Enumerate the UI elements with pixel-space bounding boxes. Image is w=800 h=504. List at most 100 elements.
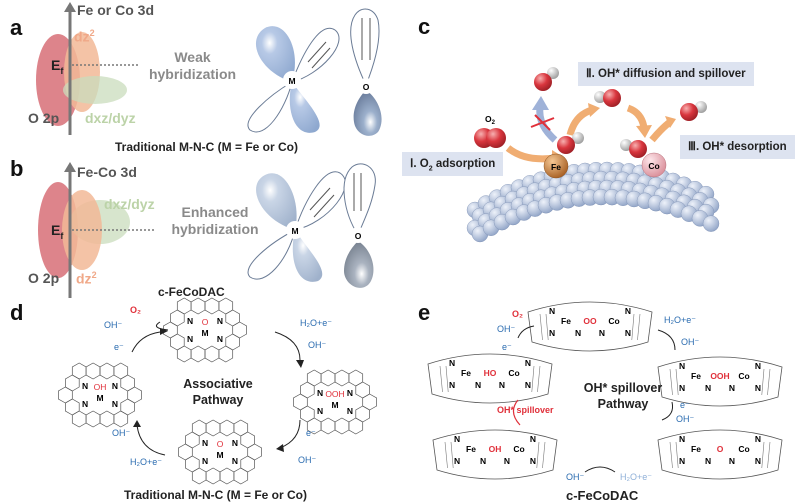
dz2-label: dz2 — [76, 270, 97, 287]
nitrogen-atom-label: N — [475, 380, 481, 390]
h2o-e-label: H₂O+e⁻ — [130, 457, 163, 467]
cycle-arrow — [279, 419, 301, 449]
nitrogen-atom-label: N — [575, 328, 581, 338]
oh-on-co — [620, 139, 647, 158]
nitrogen-atom-label: N — [525, 380, 531, 390]
nitrogen-atom-label: N — [454, 456, 460, 466]
hexagon-ring — [176, 345, 192, 363]
dxz-label: dxz/dyz — [104, 196, 155, 212]
nitrogen-atom-label: N — [317, 406, 323, 416]
o-orbital-filled — [353, 90, 382, 136]
co-atom — [641, 152, 667, 178]
adsorbate-label: O — [717, 444, 724, 454]
fe-atom-label: Fe — [691, 444, 701, 454]
cycle-arrow — [661, 401, 673, 421]
d-orbital-lobe-filled — [256, 173, 297, 230]
d-orbital-lobe-empty — [294, 171, 346, 231]
hexagon-ring — [85, 410, 101, 428]
nitrogen-atom-label: N — [232, 438, 238, 448]
fe-atom-label: Fe — [691, 371, 701, 381]
o2p-label: O 2p — [28, 110, 60, 126]
o-orbital-empty — [350, 8, 380, 87]
h2o-e-label: H₂O+e⁻ — [664, 315, 697, 325]
hexagon-ring — [233, 467, 249, 485]
hexagon-ring — [205, 419, 221, 437]
oh-label: OH⁻ — [298, 455, 317, 465]
hexagon-ring — [85, 362, 101, 380]
cycle-arrow — [517, 325, 535, 339]
spillover-arrow — [626, 104, 648, 129]
nitrogen-atom-label: N — [625, 306, 631, 316]
dxz-label: dxz/dyz — [85, 110, 136, 126]
co-atom-label: Co — [738, 371, 749, 381]
co-atom-label: Co — [608, 316, 619, 326]
adsorbate-label: OH — [489, 444, 502, 454]
d-orbital-lobe-filled — [292, 230, 323, 282]
nitrogen-atom-label: N — [755, 361, 761, 371]
adsorbate-label: OOH — [325, 389, 344, 399]
d-orbital-lobe-filled — [289, 82, 320, 133]
metal-label: M — [291, 226, 298, 236]
graphene-sheet-outline — [657, 429, 783, 480]
oh-label: OH⁻ — [112, 428, 131, 438]
h2o-e-label: H₂O+e⁻ — [620, 472, 653, 482]
co-atom-label: Co — [738, 444, 749, 454]
panel-c-label: c — [418, 14, 431, 39]
adsorbate-label: HO — [484, 368, 497, 378]
dz2-label: dz2 — [74, 28, 95, 45]
oh-label: OH⁻ — [566, 472, 585, 482]
nitrogen-atom-label: N — [82, 381, 88, 391]
nitrogen-atom-label: N — [480, 456, 486, 466]
nitrogen-atom-label: N — [112, 399, 118, 409]
hexagon-ring — [190, 345, 206, 363]
nitrogen-atom-label: N — [217, 316, 223, 326]
electron-label: e⁻ — [114, 342, 124, 352]
nitrogen-atom-label: N — [217, 334, 223, 344]
o2-reactant-label: O₂ — [130, 305, 141, 315]
fermi-label: Ef — [51, 222, 64, 241]
adsorbate-label: O — [202, 317, 209, 327]
diffusion-arrow — [566, 106, 594, 136]
metal-atom-label: M — [96, 393, 103, 403]
blocked-desorption-arrow — [536, 107, 558, 143]
hexagon-ring — [348, 417, 364, 435]
hexagon-ring — [113, 410, 129, 428]
hexagon-ring — [334, 369, 350, 387]
metal-atom-label: M — [216, 450, 223, 460]
carbon-support — [466, 161, 720, 243]
oh-desorbed-blocked — [534, 67, 559, 91]
nitrogen-atom-label: N — [679, 361, 685, 371]
axis-arrow-icon — [64, 162, 76, 172]
nitrogen-atom-label: N — [317, 388, 323, 398]
fe-label: Fe — [551, 162, 561, 172]
step-1-label: Ⅰ. O2 adsorption — [402, 152, 504, 176]
hexagon-ring — [205, 467, 221, 485]
nitrogen-atom-label: N — [549, 328, 555, 338]
cycle-arrow — [584, 466, 616, 473]
fe-atom — [543, 153, 569, 179]
nitrogen-atom-label: N — [347, 406, 353, 416]
panel-b-label: b — [10, 156, 24, 181]
nitrogen-atom-label: N — [729, 383, 735, 393]
dxz-band — [63, 76, 127, 104]
hexagon-ring — [99, 362, 115, 380]
nitrogen-atom-label: N — [755, 383, 761, 393]
electron-label: e⁻ — [680, 400, 690, 410]
graphene-sheet-outline — [427, 353, 553, 404]
metal-atom-label: M — [201, 328, 208, 338]
electron-label: e⁻ — [306, 428, 316, 438]
axis-label: Fe or Co 3d — [77, 2, 155, 18]
oh-label: OH⁻ — [681, 337, 700, 347]
nitrogen-atom-label: N — [729, 456, 735, 466]
fe-atom-label: Fe — [561, 316, 571, 326]
